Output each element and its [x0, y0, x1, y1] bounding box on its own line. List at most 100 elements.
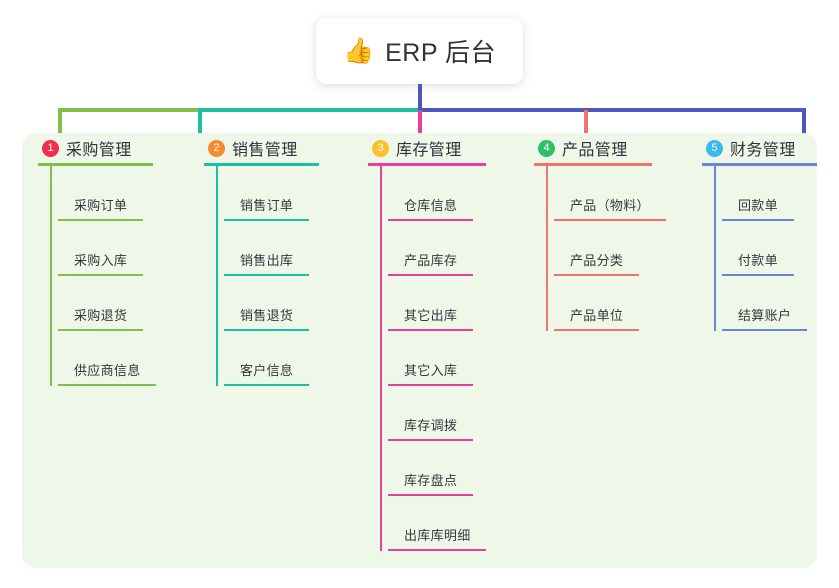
branch-item-label: 库存调拨	[404, 418, 458, 433]
branch-item-underline	[224, 329, 309, 331]
branch-item[interactable]: 供应商信息	[38, 331, 180, 386]
branch-item-label: 产品（物料）	[570, 198, 650, 213]
branch-number-badge: 1	[42, 139, 59, 157]
root-node[interactable]: 👍 ERP 后台	[316, 18, 523, 84]
branch-item-underline	[224, 384, 309, 386]
branch-item-underline	[388, 549, 486, 551]
branch-item[interactable]: 采购入库	[38, 221, 180, 276]
root-title: ERP 后台	[385, 39, 497, 67]
branch-item[interactable]: 付款单	[702, 221, 824, 276]
branch-number-badge: 5	[706, 139, 723, 157]
connector-drop-5	[802, 110, 806, 148]
connector-drop-3	[418, 110, 422, 148]
connector-bar-segment-2	[198, 108, 420, 112]
branch-item-label: 采购入库	[74, 253, 128, 268]
branch-item-underline	[224, 219, 309, 221]
branch-item[interactable]: 产品单位	[534, 276, 686, 331]
branch-item-underline	[224, 274, 309, 276]
branch-item-list: 产品（物料） 产品分类产品单位	[526, 166, 686, 331]
branch-item[interactable]: 其它入库	[368, 331, 515, 386]
branch-item-list: 销售订单销售出库销售退货客户信息	[196, 166, 346, 386]
branch-item[interactable]: 出库库明细	[368, 496, 515, 551]
branch-item[interactable]: 采购订单	[38, 166, 180, 221]
branch-item-label: 库存盘点	[404, 473, 458, 488]
branch-title: 财务管理	[730, 142, 796, 159]
branch-item[interactable]: 销售出库	[204, 221, 346, 276]
branch-item-underline	[58, 274, 143, 276]
branch-item-label: 产品库存	[404, 253, 458, 268]
branch-item[interactable]: 产品分类	[534, 221, 686, 276]
branch-item-label: 产品分类	[570, 253, 624, 268]
branch-item-underline	[388, 439, 473, 441]
branch-spine	[714, 166, 716, 331]
branch-header-underline	[368, 163, 486, 166]
branch-column-5: 5 财务管理回款单付款单结算账户	[694, 133, 824, 331]
branch-item-list: 仓库信息产品库存其它出库其它入库库存调拨库存盘点出库库明细	[360, 166, 515, 551]
branch-item-underline	[554, 274, 639, 276]
connector-drop-1	[58, 110, 62, 148]
branch-header-4[interactable]: 4 产品管理	[526, 133, 686, 163]
branch-item-underline	[554, 219, 666, 221]
branch-item-list: 采购订单采购入库采购退货供应商信息	[30, 166, 180, 386]
branch-column-1: 1 采购管理采购订单采购入库采购退货供应商信息	[30, 133, 180, 386]
branch-item[interactable]: 销售退货	[204, 276, 346, 331]
branch-item[interactable]: 库存盘点	[368, 441, 515, 496]
branch-title: 采购管理	[66, 142, 132, 159]
branch-item[interactable]: 结算账户	[702, 276, 824, 331]
branch-item[interactable]: 仓库信息	[368, 166, 515, 221]
branch-header-underline	[702, 163, 817, 166]
branch-item-label: 结算账户	[738, 308, 792, 323]
branch-item[interactable]: 产品（物料）	[534, 166, 686, 221]
connector-drop-2	[198, 110, 202, 148]
branch-number-badge: 4	[538, 139, 555, 157]
branch-item-label: 客户信息	[240, 363, 294, 378]
branch-number-badge: 2	[208, 139, 225, 157]
branch-item-label: 其它出库	[404, 308, 458, 323]
branch-item[interactable]: 回款单	[702, 166, 824, 221]
branch-item-underline	[388, 274, 473, 276]
branch-header-underline	[204, 163, 319, 166]
branch-item-label: 采购退货	[74, 308, 128, 323]
branch-item[interactable]: 其它出库	[368, 276, 515, 331]
branch-item[interactable]: 产品库存	[368, 221, 515, 276]
branch-item-underline	[722, 329, 807, 331]
branch-item-label: 其它入库	[404, 363, 458, 378]
branch-header-underline	[534, 163, 652, 166]
branch-item-underline	[722, 219, 794, 221]
branch-number-badge: 3	[372, 139, 389, 157]
branch-item[interactable]: 客户信息	[204, 331, 346, 386]
branch-item-underline	[388, 329, 473, 331]
branch-column-4: 4 产品管理产品（物料） 产品分类产品单位	[526, 133, 686, 331]
branch-item-label: 采购订单	[74, 198, 128, 213]
branches-panel: 1 采购管理采购订单采购入库采购退货供应商信息 2 销售管理销售订单销售出库销售退货客…	[22, 133, 817, 568]
branch-header-5[interactable]: 5 财务管理	[694, 133, 824, 163]
branch-item[interactable]: 采购退货	[38, 276, 180, 331]
branch-item-underline	[722, 274, 794, 276]
branch-header-2[interactable]: 2 销售管理	[196, 133, 346, 163]
branch-item-label: 销售出库	[240, 253, 294, 268]
branch-item-underline	[388, 219, 473, 221]
branch-header-3[interactable]: 3 库存管理	[360, 133, 515, 163]
branch-item-underline	[388, 384, 473, 386]
branch-title: 库存管理	[396, 142, 462, 159]
branch-item-label: 销售订单	[240, 198, 294, 213]
branch-item-label: 供应商信息	[74, 363, 141, 378]
branch-item-underline	[58, 219, 143, 221]
branch-column-2: 2 销售管理销售订单销售出库销售退货客户信息	[196, 133, 346, 386]
branch-title: 销售管理	[232, 142, 298, 159]
branch-item-underline	[554, 329, 639, 331]
thumbs-up-icon: 👍	[342, 36, 375, 65]
branch-spine	[216, 166, 218, 386]
branch-header-1[interactable]: 1 采购管理	[30, 133, 180, 163]
connector-bar-segment-1	[58, 108, 200, 112]
branch-item[interactable]: 库存调拨	[368, 386, 515, 441]
branch-spine	[546, 166, 548, 331]
branch-item-label: 出库库明细	[404, 528, 471, 543]
branch-item[interactable]: 销售订单	[204, 166, 346, 221]
branch-item-list: 回款单付款单结算账户	[694, 166, 824, 331]
branch-title: 产品管理	[562, 142, 628, 159]
connector-drop-4	[584, 110, 588, 148]
branch-spine	[380, 166, 382, 551]
branch-item-underline	[58, 384, 156, 386]
